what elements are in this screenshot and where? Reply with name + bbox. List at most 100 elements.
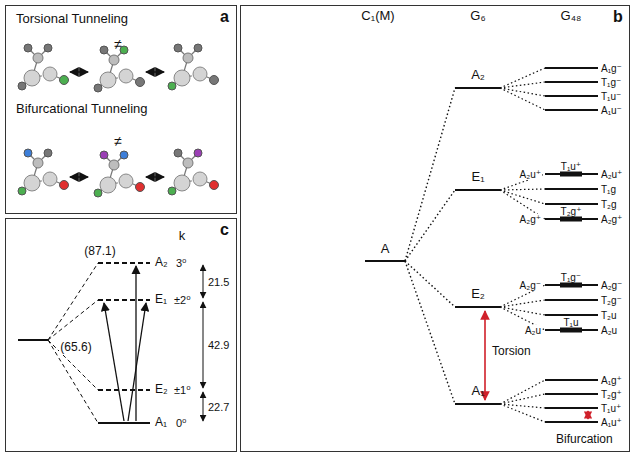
group-heading: C₁(M) xyxy=(361,9,394,23)
atom xyxy=(44,149,52,157)
energy-level xyxy=(545,393,598,395)
atom xyxy=(94,84,102,92)
degenerate-bar xyxy=(560,217,582,222)
correlation-line xyxy=(48,300,98,340)
group-heading: G₆ xyxy=(470,9,485,23)
panel-box: c xyxy=(5,218,237,452)
energy-level xyxy=(545,203,598,205)
spacing-arrow xyxy=(203,265,204,298)
irrep-label: A₁u⁺ xyxy=(601,417,622,428)
atom xyxy=(44,44,52,52)
atom xyxy=(24,70,40,86)
energy-level xyxy=(455,87,500,89)
process-label: Torsion xyxy=(492,345,531,358)
correlation-line xyxy=(500,380,545,404)
symmetry-label: A₁ xyxy=(471,384,484,398)
quantum-number: 0⁰ xyxy=(176,417,187,429)
irrep-label: A₁g⁺ xyxy=(601,375,622,386)
atom xyxy=(109,160,119,170)
atom xyxy=(210,76,219,85)
atom xyxy=(33,158,43,168)
atom xyxy=(94,189,102,197)
quantum-number: ±2⁰ xyxy=(174,294,191,306)
irrep-label: T₂u xyxy=(601,310,617,321)
atom xyxy=(43,67,57,81)
irrep-label: A₂g⁺ xyxy=(601,214,622,225)
splitting-value: 21.5 xyxy=(208,276,229,288)
irrep-label: A₂u xyxy=(524,325,542,336)
atom xyxy=(24,149,32,157)
atom xyxy=(120,151,128,159)
atom xyxy=(100,46,108,54)
symmetry-label: E₂ xyxy=(471,287,485,301)
energy-level xyxy=(545,379,598,381)
atom xyxy=(168,82,176,90)
transition-frequency: (87.1) xyxy=(83,245,116,258)
irrep-label: T₁g⁻ xyxy=(601,77,621,88)
energy-level xyxy=(455,306,500,308)
atom xyxy=(194,149,202,157)
correlation-line xyxy=(405,88,455,261)
energy-level xyxy=(545,67,598,69)
atom xyxy=(24,44,32,52)
transition-frequency: (65.6) xyxy=(59,341,92,354)
spacing-arrow xyxy=(203,392,204,421)
energy-level xyxy=(545,188,598,190)
symmetry-label: A₂ xyxy=(471,68,485,82)
panel-letter: c xyxy=(220,221,229,239)
splitting-value: 42.9 xyxy=(208,339,229,351)
transition-arrow xyxy=(135,266,136,421)
irrep-label: A₂g⁻ xyxy=(519,280,542,291)
atom xyxy=(193,67,207,81)
correlation-line xyxy=(48,263,98,340)
energy-level xyxy=(98,299,150,301)
panel-box: b xyxy=(240,5,630,452)
correlation-line xyxy=(405,190,455,261)
spacing-arrow xyxy=(203,302,204,388)
irrep-label: A₂g⁺ xyxy=(519,214,542,225)
energy-level xyxy=(545,299,598,301)
atom xyxy=(18,82,26,90)
irrep-label: A₁g⁻ xyxy=(601,63,622,74)
irrep-label: T₂g⁺ xyxy=(561,206,582,217)
atom xyxy=(136,183,145,192)
energy-level xyxy=(98,422,150,424)
irrep-label: T₂g⁺ xyxy=(601,389,622,400)
atom xyxy=(119,174,133,188)
energy-level xyxy=(545,109,598,111)
exchange-arrow xyxy=(70,71,88,72)
panel-heading: Torsional Tunneling xyxy=(16,12,128,26)
panel-heading: Bifurcational Tunneling xyxy=(16,102,148,116)
exchange-arrow xyxy=(70,176,88,177)
degenerate-bar xyxy=(560,328,582,333)
correlation-line xyxy=(500,189,545,190)
atom xyxy=(136,78,145,87)
irrep-label: A₂g⁻ xyxy=(601,280,622,291)
atom xyxy=(168,187,176,195)
atom xyxy=(109,55,119,65)
transition-arrow xyxy=(128,303,146,421)
transition-state-mark: ≠ xyxy=(114,134,122,149)
column-heading: k xyxy=(179,229,186,243)
atom xyxy=(174,149,182,157)
irrep-label: A₂u xyxy=(601,325,617,336)
correlation-line xyxy=(405,261,455,404)
quantum-number: 3⁰ xyxy=(176,257,187,269)
correlation-line xyxy=(500,404,545,408)
irrep-label: T₁u⁻ xyxy=(601,91,621,102)
irrep-label: T₁g⁻ xyxy=(561,272,581,283)
symmetry-label: E₁ xyxy=(155,293,167,306)
energy-level xyxy=(455,189,500,191)
atom xyxy=(100,72,116,88)
energy-level xyxy=(98,262,150,264)
irrep-label: A₂u⁺ xyxy=(601,169,622,180)
correlation-line xyxy=(500,404,545,422)
symmetry-label: A₂ xyxy=(155,256,168,269)
atom xyxy=(60,76,69,85)
atom xyxy=(183,158,193,168)
atom xyxy=(194,44,202,52)
correlation-line xyxy=(48,340,98,423)
atom xyxy=(193,172,207,186)
group-heading: G₄₈ xyxy=(561,9,582,23)
quantum-number: ±1⁰ xyxy=(174,384,191,396)
